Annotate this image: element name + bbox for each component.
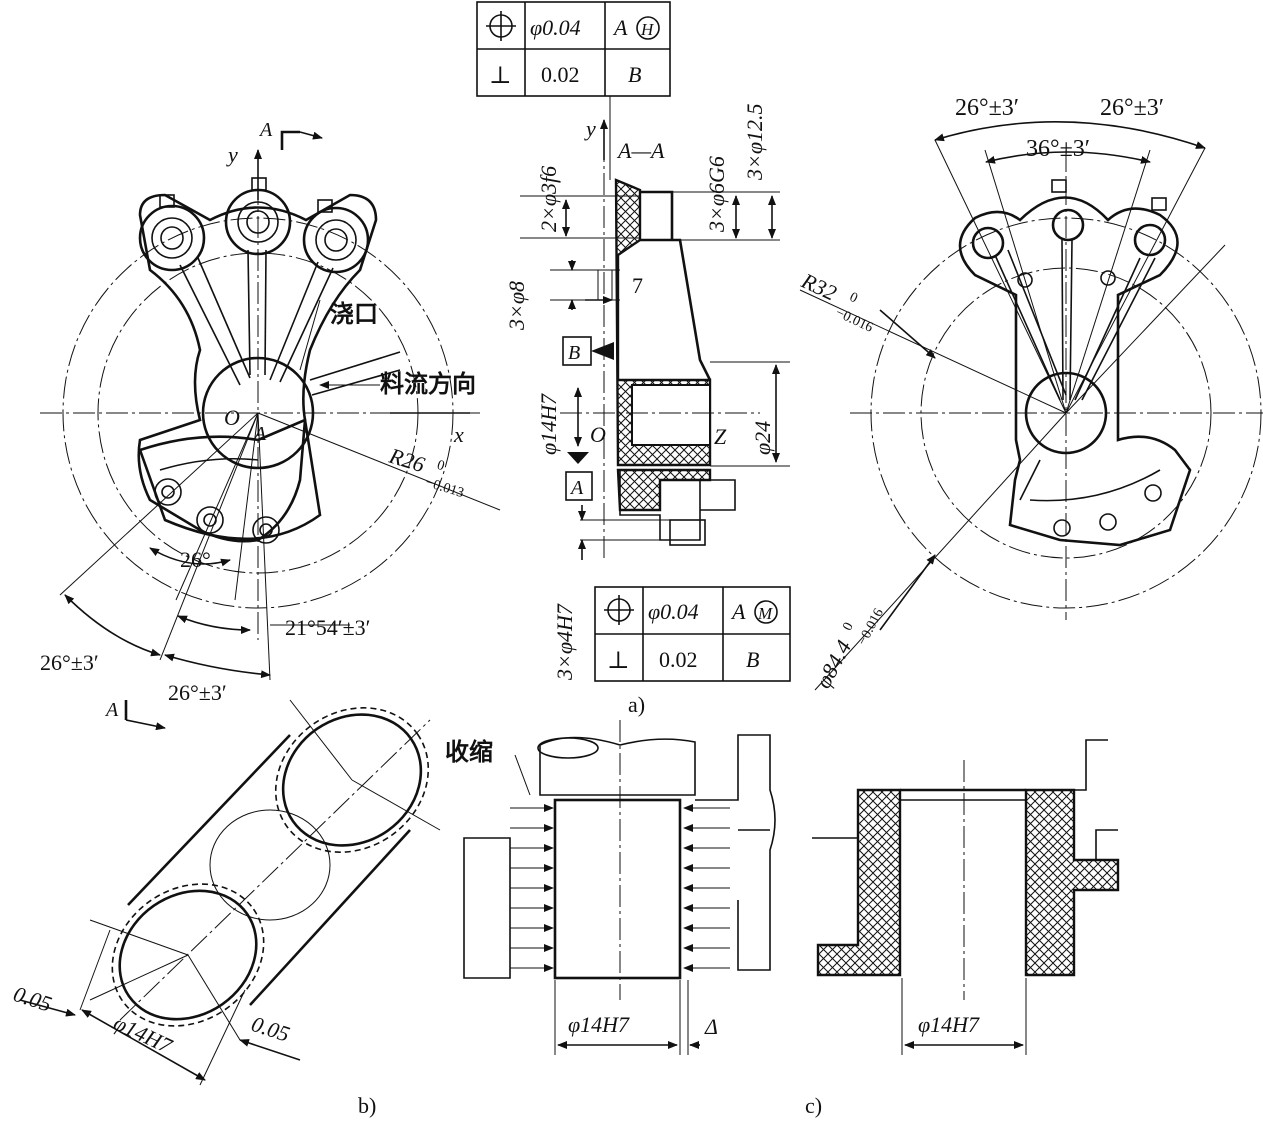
right-dia-tol-upper: 0 [840,620,857,633]
section-view: φ0.04 A H ⊥ 0.02 B y A—A [476,1,791,717]
label-c: c) [805,1093,822,1118]
section-axis-z: Z [714,424,727,449]
right-radius-tol-upper: 0 [847,290,860,307]
dim-2x3f6: 2×φ3f6 [536,166,561,232]
dim-3x125: 3×φ12.5 [742,103,767,181]
dim-14h7: φ14H7 [536,393,561,455]
left-angle-26: 26° [180,547,211,572]
fcf-top-tol2: 0.02 [541,62,580,87]
left-axis-x: x [453,422,464,447]
fcf-bottom-datum1: A [730,599,746,624]
view-c: 收缩 φ14H7 Δ φ14H7 c) [445,720,1120,1118]
shrink-label: 收缩 [445,738,493,766]
view-b: 0.05 0.05 φ14H7 b) [10,699,441,1118]
label-a: a) [628,692,645,717]
left-angle-21: 21°54′±3′ [285,615,371,640]
c-dim-delta: Δ [704,1014,718,1039]
fcf-top-datum2: B [628,62,641,87]
right-radius-label: R32 [797,267,841,305]
fcf-bottom-symbol2: ⊥ [607,648,630,674]
right-view: 26°±3′ 26°±3′ 36°±3′ R32 0 −0.016 φ84.4 … [797,95,1263,692]
c-dim-hole-right: φ14H7 [918,1012,980,1037]
left-angle-26pm-left: 26°±3′ [40,650,99,675]
fcf-top-datum1: A [612,15,628,40]
section-axis-y: y [584,116,596,141]
left-radius-tol-lower: −0.013 [423,475,465,501]
right-angle-left: 26°±3′ [955,95,1019,121]
left-view: y A A x O A 浇口 料流方向 R26 0 −0.013 26° 26°… [40,119,501,731]
section-title: A—A [616,138,665,163]
left-radius-label: R26 [386,443,428,478]
right-angle-right: 26°±3′ [1100,95,1164,121]
flow-direction-label: 料流方向 [380,370,476,398]
left-point-a: A [252,423,267,445]
b-dim-right: 0.05 [248,1011,292,1047]
b-dim-left: 0.05 [10,981,54,1017]
dim-3x8: 3×φ8 [504,281,529,331]
fcf-bottom: φ0.04 A M ⊥ 0.02 B [594,586,791,682]
left-section-mark-bottom: A [104,699,119,721]
fcf-top-modifier: H [640,20,655,39]
left-angle-26pm-bottom: 26°±3′ [168,680,227,705]
left-axis-y: y [226,142,238,167]
fcf-bottom-modifier: M [757,604,773,623]
left-section-mark-top: A [258,119,273,141]
datum-a: A [569,477,584,499]
fcf-top-tol1: φ0.04 [530,15,581,40]
left-origin: O [224,405,240,430]
fcf-top: φ0.04 A H ⊥ 0.02 B [476,1,671,97]
datum-b: B [568,342,580,364]
c-dim-hole-left: φ14H7 [568,1012,630,1037]
dim-3x6g6: 3×φ6G6 [704,156,729,233]
right-dia-label: φ84.4 [810,636,856,692]
dim-24: φ24 [750,421,775,455]
fcf-bottom-tol2: 0.02 [659,647,698,672]
dim-7: 7 [632,273,643,298]
left-radius-tol-upper: 0 [435,458,446,474]
shrink-arrows [510,804,730,972]
gate-label: 浇口 [330,300,378,328]
fcf-top-symbol2: ⊥ [489,63,512,89]
right-radius-tol-lower: −0.016 [833,306,875,336]
fcf-bottom-tol1: φ0.04 [648,599,699,624]
section-origin: O [590,422,606,447]
dim-3x4h7: 3×φ4H7 [552,603,577,681]
label-b: b) [358,1093,376,1118]
fcf-bottom-datum2: B [746,647,759,672]
right-angle-center: 36°±3′ [1026,136,1090,162]
